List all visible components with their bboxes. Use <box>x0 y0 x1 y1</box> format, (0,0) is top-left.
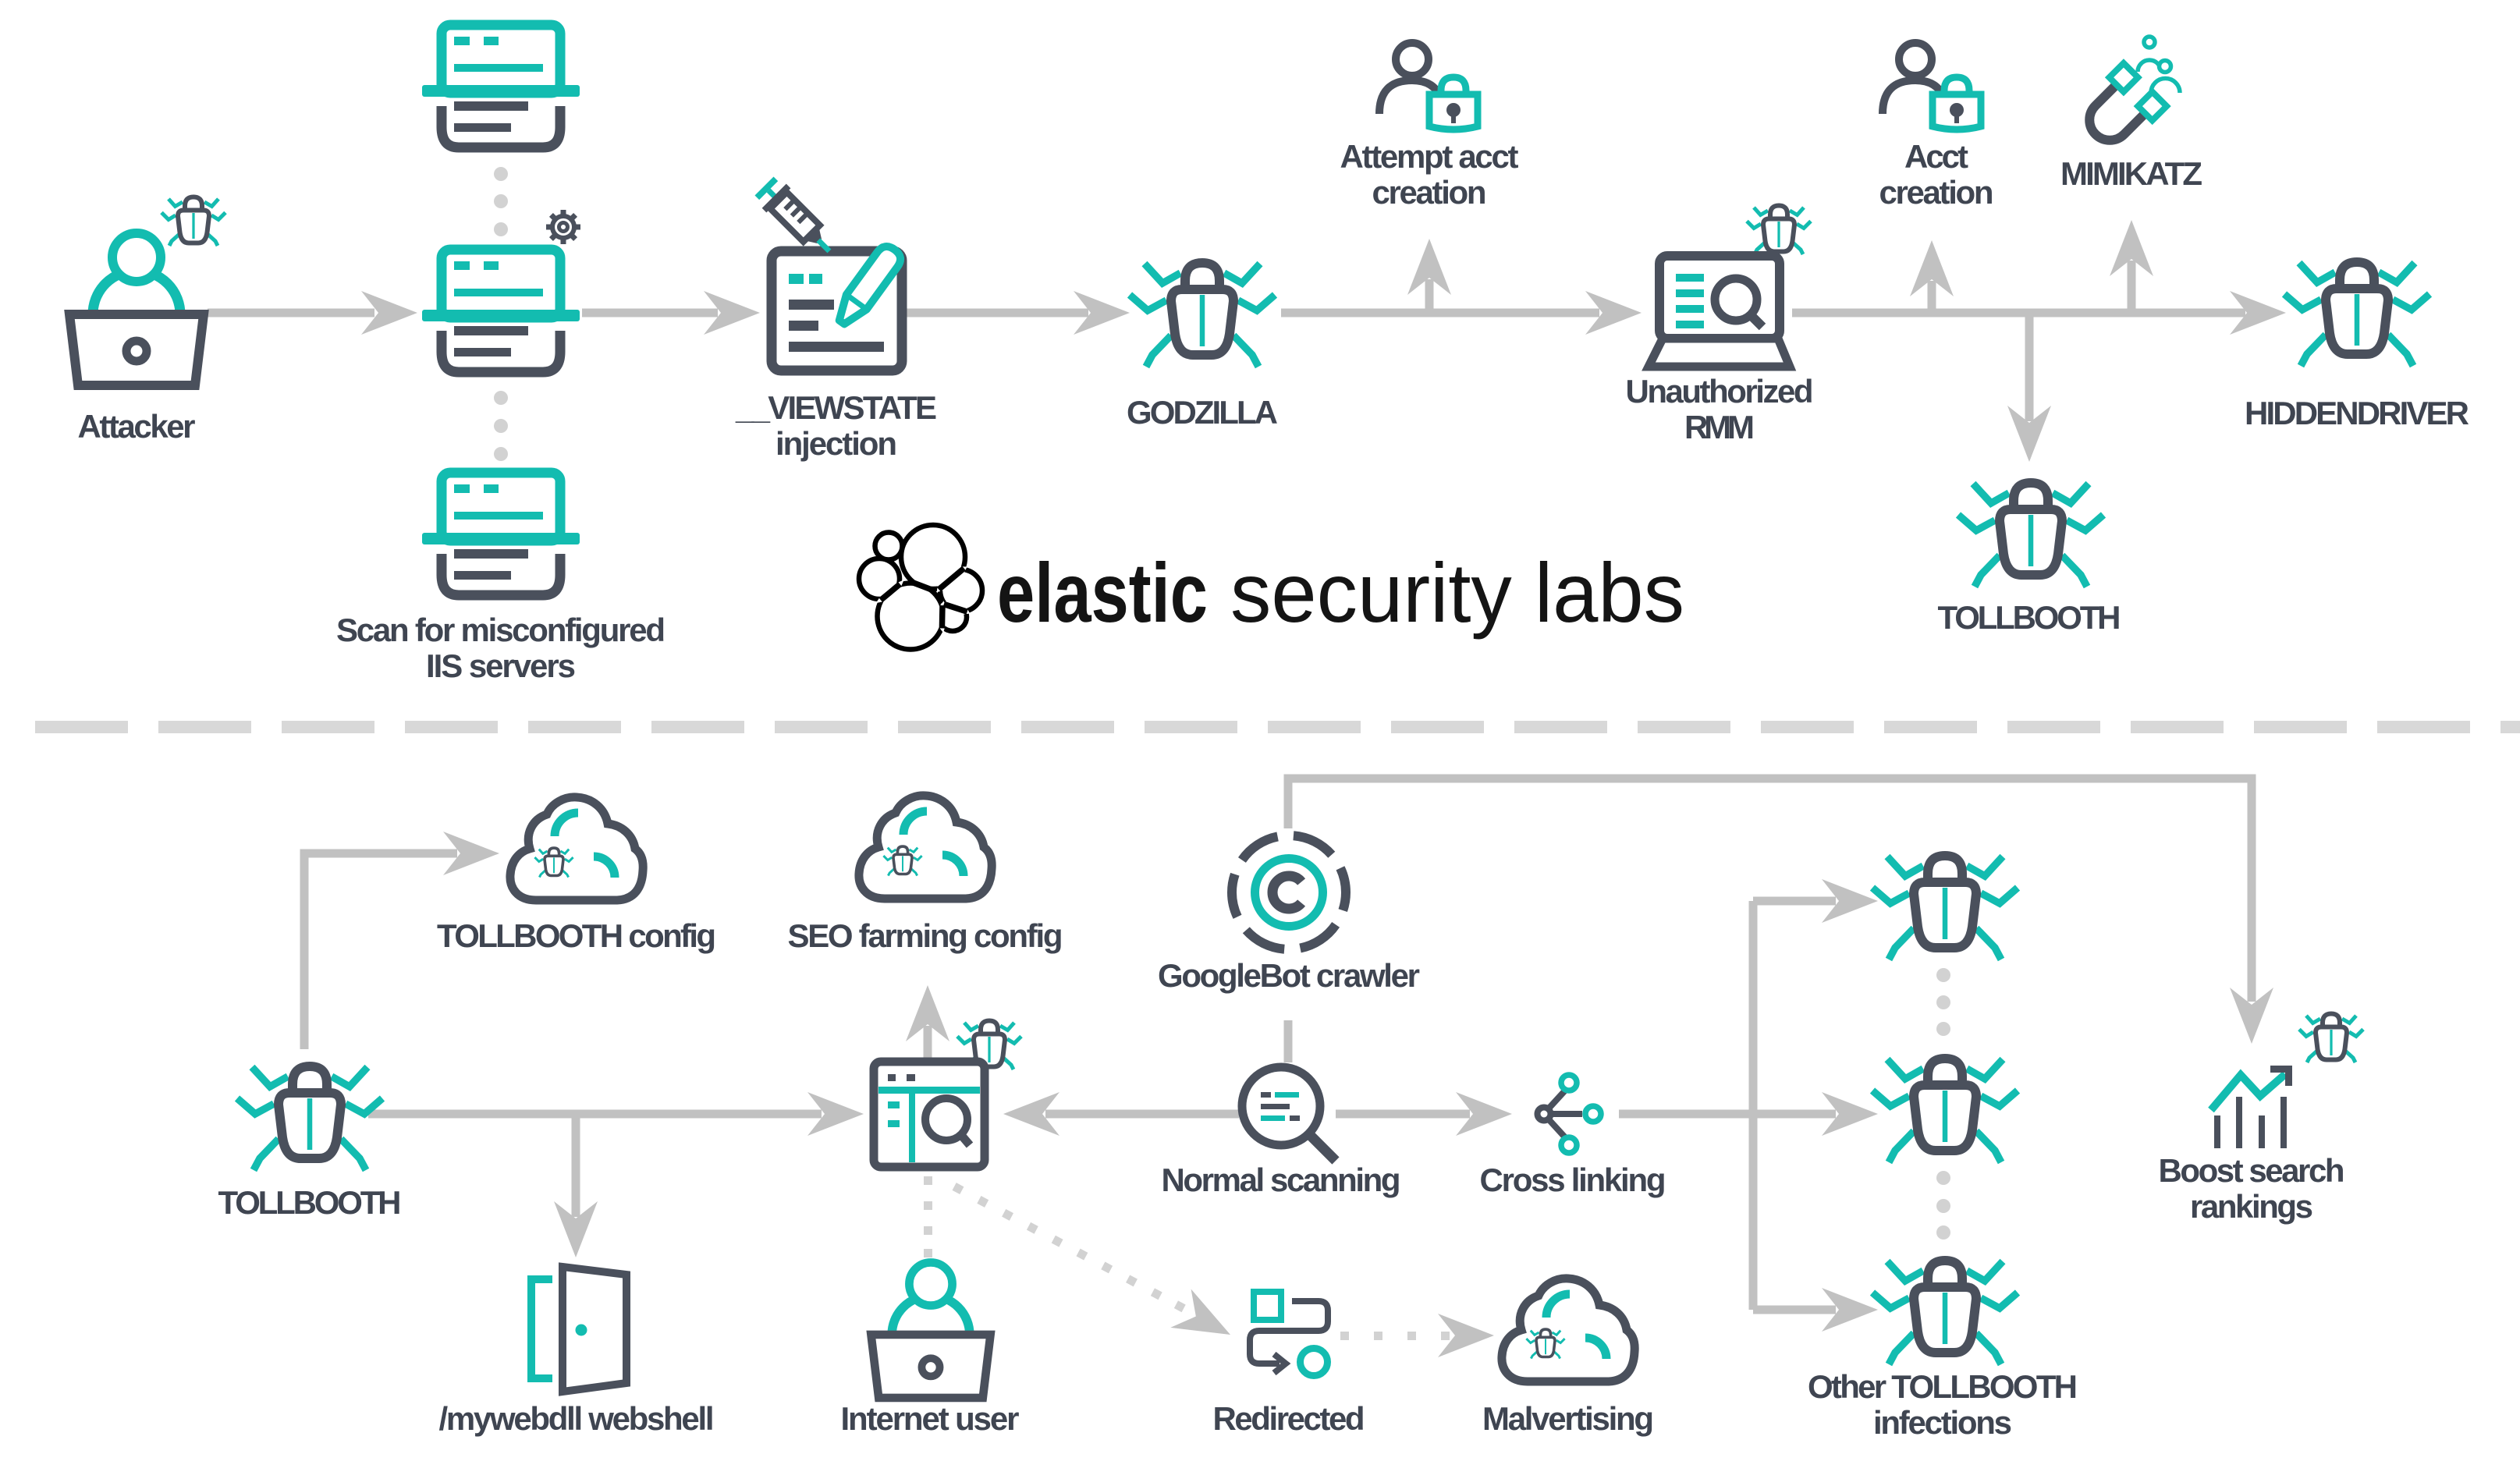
svg-text:Unauthorized: Unauthorized <box>1626 373 1814 410</box>
svg-text:Scan for misconfigured: Scan for misconfigured <box>336 612 665 648</box>
svg-text:/mywebdll webshell: /mywebdll webshell <box>439 1400 715 1437</box>
svg-text:Attempt acct: Attempt acct <box>1340 138 1519 175</box>
svg-text:TOLLBOOTH: TOLLBOOTH <box>1938 599 2121 636</box>
svg-text:RMM: RMM <box>1684 409 1755 445</box>
svg-text:Normal scanning: Normal scanning <box>1162 1162 1401 1198</box>
svg-text:SEO farming config: SEO farming config <box>788 917 1063 954</box>
svg-text:Other TOLLBOOTH: Other TOLLBOOTH <box>1808 1368 2078 1405</box>
svg-text:creation: creation <box>1372 174 1487 211</box>
svg-text:Internet user: Internet user <box>841 1400 1020 1437</box>
svg-text:MIMIKATZ: MIMIKATZ <box>2060 155 2202 192</box>
svg-text:Malvertising: Malvertising <box>1482 1400 1654 1437</box>
svg-text:security labs: security labs <box>1230 545 1684 640</box>
svg-text:Cross linking: Cross linking <box>1480 1162 1666 1198</box>
svg-text:Acct: Acct <box>1904 138 1968 175</box>
svg-text:injection: injection <box>776 425 897 462</box>
svg-text:GoogleBot crawler: GoogleBot crawler <box>1158 957 1420 994</box>
svg-text:GODZILLA: GODZILLA <box>1127 394 1278 431</box>
svg-text:__VIEWSTATE: __VIEWSTATE <box>735 389 937 426</box>
svg-text:elastic: elastic <box>997 545 1208 640</box>
svg-text:HIDDENDRIVER: HIDDENDRIVER <box>2245 395 2469 431</box>
svg-text:TOLLBOOTH: TOLLBOOTH <box>218 1184 402 1221</box>
svg-text:Boost search: Boost search <box>2159 1152 2345 1189</box>
svg-text:rankings: rankings <box>2190 1188 2313 1225</box>
svg-text:TOLLBOOTH config: TOLLBOOTH config <box>437 917 716 954</box>
svg-text:creation: creation <box>1879 174 1994 211</box>
svg-text:Attacker: Attacker <box>78 408 196 445</box>
svg-text:infections: infections <box>1873 1404 2012 1441</box>
svg-text:IIS servers: IIS servers <box>426 647 576 684</box>
svg-text:Redirected: Redirected <box>1213 1400 1365 1437</box>
